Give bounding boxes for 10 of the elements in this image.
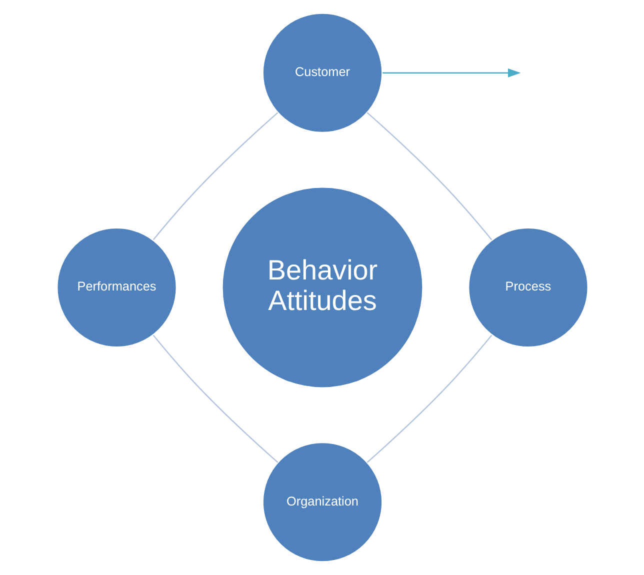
connector	[366, 112, 492, 240]
connector	[152, 334, 278, 463]
node-circle: Behavior Attitudes	[221, 186, 423, 388]
arrow	[382, 68, 520, 78]
node-circle: Process	[467, 227, 588, 348]
connector	[152, 112, 278, 240]
connector	[366, 334, 492, 463]
node-circle: Performances	[56, 227, 177, 348]
node-circle: Organization	[262, 442, 382, 562]
node-circle: Customer	[262, 12, 382, 134]
